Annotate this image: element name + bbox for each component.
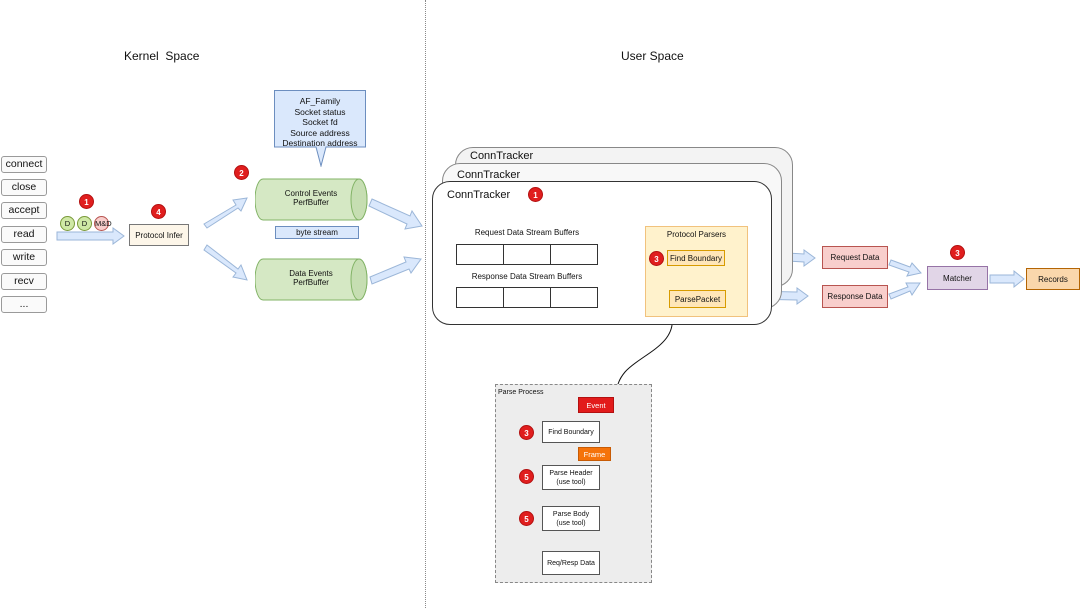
parse-step-parse-body[interactable]: Parse Body (use tool) bbox=[542, 506, 600, 531]
parse-step-parse-body-line1: Parse Body bbox=[552, 510, 590, 518]
protocol-parsers-title: Protocol Parsers bbox=[666, 230, 727, 239]
data-events-line2: PerfBuffer bbox=[293, 278, 329, 287]
matcher-badge-3: 3 bbox=[950, 245, 965, 260]
syscall-accept[interactable]: accept bbox=[1, 202, 47, 219]
conn-tracker-badge-1: 1 bbox=[528, 187, 543, 202]
arrow-infer-to-data bbox=[203, 244, 248, 281]
conn-tracker-title-front: ConnTracker bbox=[447, 189, 511, 201]
socket-info-callout-shape bbox=[274, 90, 366, 167]
response-buffer-cell bbox=[504, 287, 551, 308]
arrow-response-to-matcher bbox=[888, 282, 921, 300]
protocol-infer-box[interactable]: Protocol Infer bbox=[129, 224, 189, 246]
parse-step-find-boundary-label: Find Boundary bbox=[548, 428, 594, 436]
response-buffer-cell bbox=[456, 287, 504, 308]
parse-step-req-resp-data-label: Req/Resp Data bbox=[547, 559, 595, 567]
parse-step-parse-header-line1: Parse Header bbox=[549, 469, 593, 477]
syscall-read[interactable]: read bbox=[1, 226, 47, 243]
conn-tracker-title-back-1: ConnTracker bbox=[457, 169, 521, 181]
request-data-box[interactable]: Request Data bbox=[822, 246, 888, 269]
request-buffers[interactable] bbox=[456, 244, 598, 265]
find-boundary-box[interactable]: Find Boundary bbox=[667, 250, 725, 266]
control-events-line2: PerfBuffer bbox=[293, 198, 329, 207]
request-buffer-cell bbox=[551, 244, 598, 265]
socket-info-fd: Socket fd bbox=[302, 117, 338, 127]
control-events-cylinder[interactable] bbox=[255, 178, 369, 221]
data-events-label: Data Events PerfBuffer bbox=[268, 269, 354, 287]
step-badge-2: 2 bbox=[234, 165, 249, 180]
request-buffer-cell bbox=[504, 244, 551, 265]
parse-step-parse-header[interactable]: Parse Header (use tool) bbox=[542, 465, 600, 490]
user-space-title: User Space bbox=[621, 49, 684, 63]
byte-stream-label: byte stream bbox=[275, 226, 359, 239]
syscall-write[interactable]: write bbox=[1, 249, 47, 266]
control-events-line1: Control Events bbox=[284, 189, 338, 198]
parse-step-find-boundary[interactable]: Find Boundary bbox=[542, 421, 600, 443]
step-badge-1: 1 bbox=[79, 194, 94, 209]
arrow-infer-to-control bbox=[203, 197, 248, 229]
parse-step-req-resp-data[interactable]: Req/Resp Data bbox=[542, 551, 600, 575]
socket-info-status: Socket status bbox=[294, 106, 346, 117]
request-buffer-cell bbox=[456, 244, 504, 265]
data-circle-2: D bbox=[77, 216, 92, 231]
metadata-circle: M&D bbox=[94, 216, 112, 231]
socket-info-destination: Destination address bbox=[282, 138, 358, 148]
syscall-close[interactable]: close bbox=[1, 179, 47, 196]
parse-step-badge-header: 5 bbox=[519, 469, 534, 484]
arrow-matcher-to-records bbox=[989, 269, 1025, 289]
syscall-recv[interactable]: recv bbox=[1, 273, 47, 290]
arrow-data-to-tracker bbox=[369, 256, 422, 285]
parse-process-title: Parse Process bbox=[498, 389, 544, 396]
matcher-box[interactable]: Matcher bbox=[927, 266, 988, 290]
data-events-line1: Data Events bbox=[289, 269, 333, 278]
protocol-parsers-badge-3: 3 bbox=[649, 251, 664, 266]
kernel-space-title: Kernel Space bbox=[124, 49, 200, 63]
records-box[interactable]: Records bbox=[1026, 268, 1080, 290]
response-buffers[interactable] bbox=[456, 287, 598, 308]
frame-tag: Frame bbox=[578, 447, 611, 461]
event-tag: Event bbox=[578, 397, 614, 413]
request-buffers-label: Request Data Stream Buffers bbox=[474, 228, 580, 237]
socket-info-source: Source address bbox=[290, 127, 350, 138]
socket-info-text: AF_Family Socket status Socket fd Source… bbox=[276, 96, 364, 149]
syscall-connect[interactable]: connect bbox=[1, 156, 47, 173]
arrow-syscalls-to-infer bbox=[56, 227, 125, 245]
step-badge-4: 4 bbox=[151, 204, 166, 219]
arrow-request-to-matcher bbox=[888, 259, 922, 277]
response-data-box[interactable]: Response Data bbox=[822, 285, 888, 308]
conn-tracker-title-back-2: ConnTracker bbox=[470, 150, 534, 162]
control-events-label: Control Events PerfBuffer bbox=[268, 189, 354, 207]
kernel-user-divider bbox=[425, 0, 426, 608]
parse-step-parse-header-line2: (use tool) bbox=[556, 478, 586, 486]
syscall-more[interactable]: ... bbox=[1, 296, 47, 313]
response-buffer-cell bbox=[551, 287, 598, 308]
arrow-control-to-tracker bbox=[368, 198, 423, 230]
data-circle-1: D bbox=[60, 216, 75, 231]
parse-step-badge-find: 3 bbox=[519, 425, 534, 440]
response-buffers-label: Response Data Stream Buffers bbox=[471, 272, 583, 281]
parse-packet-box[interactable]: ParsePacket bbox=[669, 290, 726, 308]
parse-step-parse-body-line2: (use tool) bbox=[556, 519, 586, 527]
parse-step-badge-body: 5 bbox=[519, 511, 534, 526]
socket-info-af-family: AF_Family bbox=[299, 96, 341, 106]
data-events-cylinder[interactable] bbox=[255, 258, 369, 301]
